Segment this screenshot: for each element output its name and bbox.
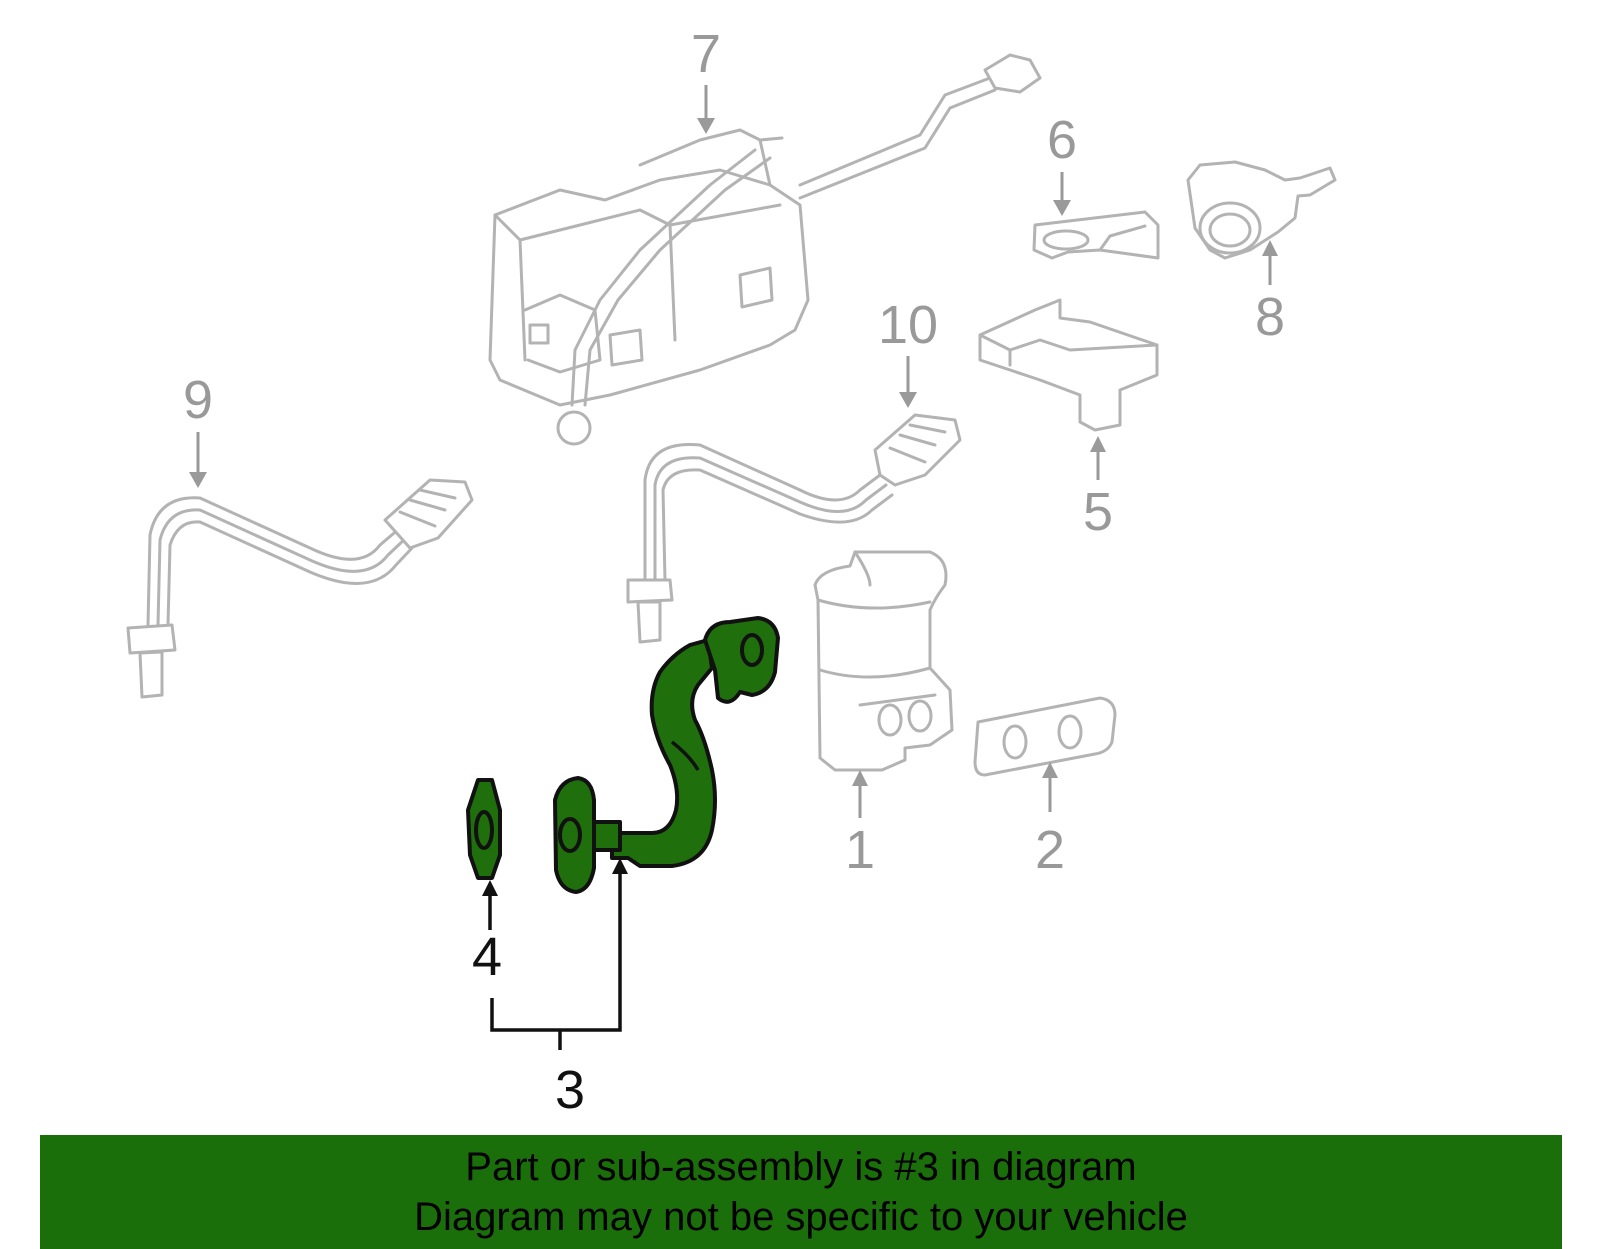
banner-part-text: Part or sub-assembly is #3 in diagram (465, 1145, 1137, 1189)
part-1-egr-valve[interactable] (813, 550, 954, 772)
svg-text:6: 6 (1047, 110, 1077, 170)
callout-10: 10 (878, 295, 938, 408)
callout-6: 6 (1047, 110, 1077, 216)
part-8-sensor[interactable] (1186, 160, 1337, 260)
svg-text:1: 1 (845, 820, 875, 880)
svg-text:3: 3 (555, 1060, 585, 1120)
callout-9: 9 (183, 370, 213, 488)
callout-7: 7 (691, 24, 721, 134)
svg-text:9: 9 (183, 370, 213, 430)
part-9-o2-sensor[interactable] (126, 478, 474, 699)
callout-4: 4 (472, 880, 502, 987)
callout-3: 3 (490, 858, 628, 1120)
callout-2: 2 (1035, 762, 1065, 880)
callout-5: 5 (1083, 436, 1113, 542)
svg-text:8: 8 (1255, 287, 1285, 347)
callout-8: 8 (1255, 240, 1285, 347)
part-3-egr-tube[interactable] (553, 616, 780, 894)
part-10-o2-sensor[interactable] (626, 413, 962, 644)
svg-text:5: 5 (1083, 482, 1113, 542)
svg-text:4: 4 (472, 927, 502, 987)
svg-text:2: 2 (1035, 820, 1065, 880)
part-4-gasket[interactable] (466, 778, 502, 880)
part-7-canister[interactable] (488, 53, 1042, 446)
banner-disclaimer-text: Diagram may not be specific to your vehi… (414, 1195, 1188, 1239)
part-2-gasket[interactable] (973, 696, 1117, 777)
callout-1: 1 (845, 770, 875, 880)
svg-text:10: 10 (878, 295, 938, 355)
info-banner: Part or sub-assembly is #3 in diagram Di… (40, 1135, 1562, 1249)
part-5-sensor[interactable] (978, 298, 1159, 432)
svg-text:7: 7 (691, 24, 721, 84)
part-6-bracket[interactable] (1032, 210, 1160, 260)
